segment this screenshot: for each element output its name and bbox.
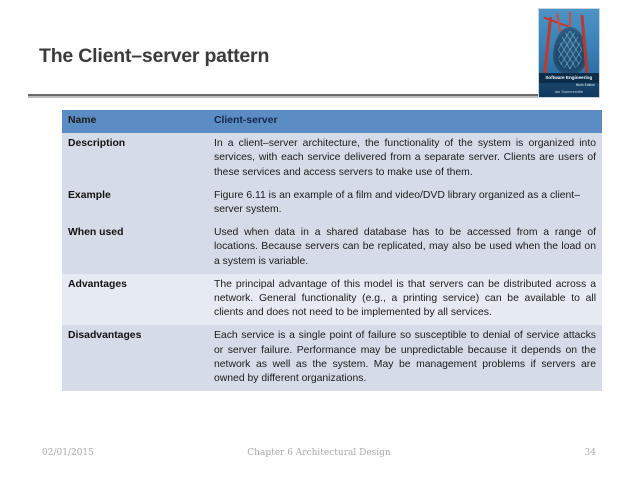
title-divider-shadow <box>28 96 540 98</box>
table-row: Example Figure 6.11 is an example of a f… <box>62 184 602 223</box>
crane-mast-top-icon <box>569 12 571 30</box>
table-row: Disadvantages Each service is a single p… <box>62 325 602 392</box>
book-cover-title: Software Engineering <box>545 75 593 81</box>
book-cover-edition: Ninth Edition <box>575 83 595 87</box>
table-row: Description In a client–server architect… <box>62 133 602 185</box>
row-label-advantages: Advantages <box>62 273 208 326</box>
row-value-description: In a client–server architecture, the fun… <box>208 133 602 185</box>
table-body: Description In a client–server architect… <box>62 133 602 392</box>
row-label-disadvantages: Disadvantages <box>62 325 208 392</box>
book-cover-title-band: Software Engineering <box>539 73 599 83</box>
row-value-when-used: Used when data in a shared database has … <box>208 222 602 274</box>
footer-date: 02/01/2015 <box>42 448 94 458</box>
title-divider <box>28 94 540 96</box>
row-label-example: Example <box>62 184 208 223</box>
table-row: Advantages The principal advantage of th… <box>62 273 602 326</box>
page-title: The Client–server pattern <box>39 45 270 67</box>
book-cover-image: Ninth Edition Software Engineering Ian S… <box>538 8 600 98</box>
footer-page-number: 34 <box>584 448 596 458</box>
pattern-description-table: Name Client-server Description In a clie… <box>62 110 602 392</box>
footer-chapter: Chapter 6 Architectural Design <box>247 448 391 458</box>
row-value-advantages: The principal advantage of this model is… <box>208 273 602 326</box>
row-value-example: Figure 6.11 is an example of a film and … <box>208 184 602 223</box>
table-row: When used Used when data in a shared dat… <box>62 222 602 274</box>
table-header-value: Client-server <box>208 110 602 134</box>
book-cover-author: Ian Sommerville <box>554 90 584 94</box>
table-header: Name Client-server <box>62 110 602 134</box>
row-label-when-used: When used <box>62 222 208 274</box>
row-label-description: Description <box>62 133 208 185</box>
table-header-row: Name Client-server <box>62 110 602 134</box>
slide-footer: 02/01/2015 Chapter 6 Architectural Desig… <box>0 448 638 466</box>
lattice-dome-icon <box>553 27 587 75</box>
row-value-disadvantages: Each service is a single point of failur… <box>208 325 602 392</box>
table-header-name: Name <box>62 110 208 134</box>
